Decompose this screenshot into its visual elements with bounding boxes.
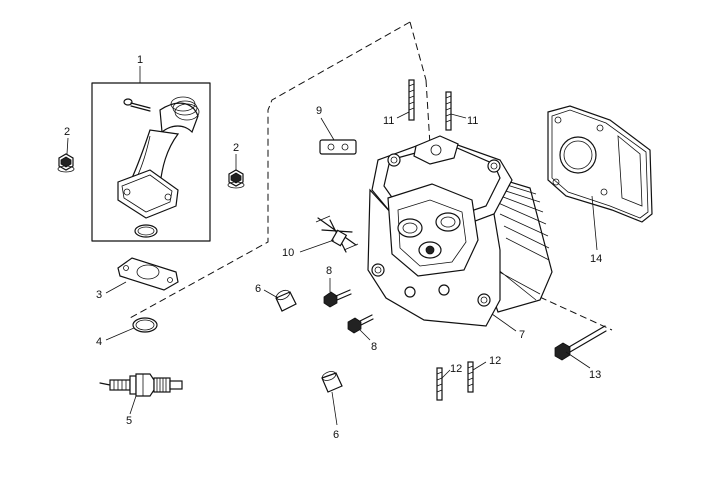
- spark-plug: [99, 373, 183, 397]
- dowel-pin-upper: [275, 289, 297, 312]
- callout-7: 7: [519, 329, 525, 341]
- callout-2-left: 2: [64, 126, 70, 138]
- head-gasket: [547, 105, 653, 223]
- bolt-13: [554, 325, 607, 361]
- callout-13: 13: [589, 369, 601, 381]
- callout-3: 3: [96, 289, 102, 301]
- stud-12-right: [467, 361, 474, 393]
- leader-lines: [66, 66, 598, 426]
- callout-14: 14: [590, 253, 602, 265]
- intake-bolt: [123, 98, 151, 112]
- callout-10: 10: [282, 247, 294, 259]
- intake-o-ring: [134, 224, 158, 238]
- intake-assembly-frame: [91, 82, 211, 242]
- small-gasket: [319, 139, 357, 155]
- intake-pipe: [117, 96, 200, 219]
- callout-6-lower: 6: [333, 429, 339, 441]
- callout-12-right: 12: [489, 355, 501, 367]
- callout-9: 9: [316, 105, 322, 117]
- callout-12-left: 12: [450, 363, 462, 375]
- callout-11-right: 11: [467, 115, 478, 127]
- bolt-8-lower: [347, 314, 374, 334]
- callout-8-upper: 8: [326, 265, 332, 277]
- flange-nut-left: [57, 153, 75, 173]
- callout-6-upper: 6: [255, 283, 261, 295]
- callout-11-left: 11: [383, 115, 394, 127]
- intake-manifold-assembly: [91, 82, 211, 242]
- callout-1: 1: [137, 54, 143, 66]
- callout-2-right: 2: [233, 142, 239, 154]
- callout-labels: 1 2 2 3 4 5 6 6 7 8 8 9 10 11 11 12 12 1…: [64, 54, 602, 441]
- o-ring-4: [132, 317, 158, 333]
- flange-nut-right: [227, 169, 245, 189]
- bolt-8-upper: [323, 289, 352, 308]
- dowel-pin-lower: [321, 371, 343, 393]
- stud-12-left: [436, 367, 443, 401]
- callout-4: 4: [96, 336, 102, 348]
- stud-11-left: [408, 79, 415, 121]
- callout-8-lower: 8: [371, 341, 377, 353]
- callout-5: 5: [126, 415, 132, 427]
- cylinder-head: [367, 135, 553, 327]
- intake-insulator: [117, 257, 179, 291]
- stud-11-right: [445, 91, 452, 131]
- chain-guide-clip: [315, 215, 359, 253]
